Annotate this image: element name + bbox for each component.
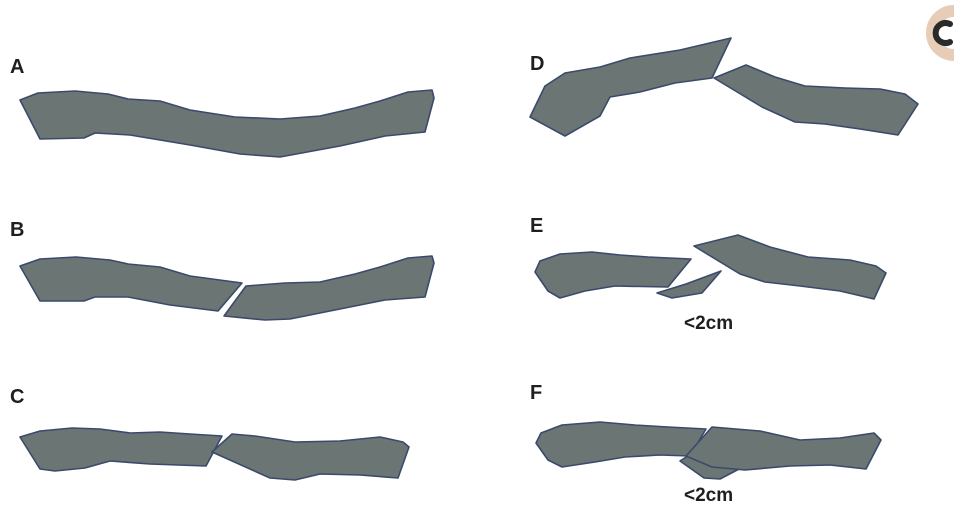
panel-d-diagram (530, 38, 918, 136)
fragment-size-note-e: <2cm (684, 313, 733, 335)
bone-fragment-right (224, 256, 434, 320)
bone-fragment-left (20, 428, 222, 471)
bone-fragment-right (714, 65, 918, 135)
bone-fragment-right (212, 434, 409, 480)
panel-a-diagram (20, 90, 434, 157)
panel-label-f: F (530, 382, 542, 405)
panel-c-diagram (20, 428, 409, 480)
bone-fragment-right (686, 427, 881, 470)
panel-b-diagram (20, 256, 434, 320)
bone-fragment-left (20, 257, 242, 311)
panel-f-diagram (536, 422, 881, 479)
partial-logo-icon (932, 11, 954, 55)
bone-fragment-right (694, 235, 886, 299)
panel-label-e: E (530, 215, 543, 238)
panel-e-diagram (535, 235, 886, 299)
panel-label-d: D (530, 53, 544, 76)
panel-label-a: A (10, 56, 24, 79)
fragment-size-note-f: <2cm (684, 485, 733, 507)
bone-shaft-intact (20, 90, 434, 157)
bone-fragment-left (530, 38, 731, 136)
panel-label-c: C (10, 386, 24, 409)
panel-label-b: B (10, 219, 24, 242)
